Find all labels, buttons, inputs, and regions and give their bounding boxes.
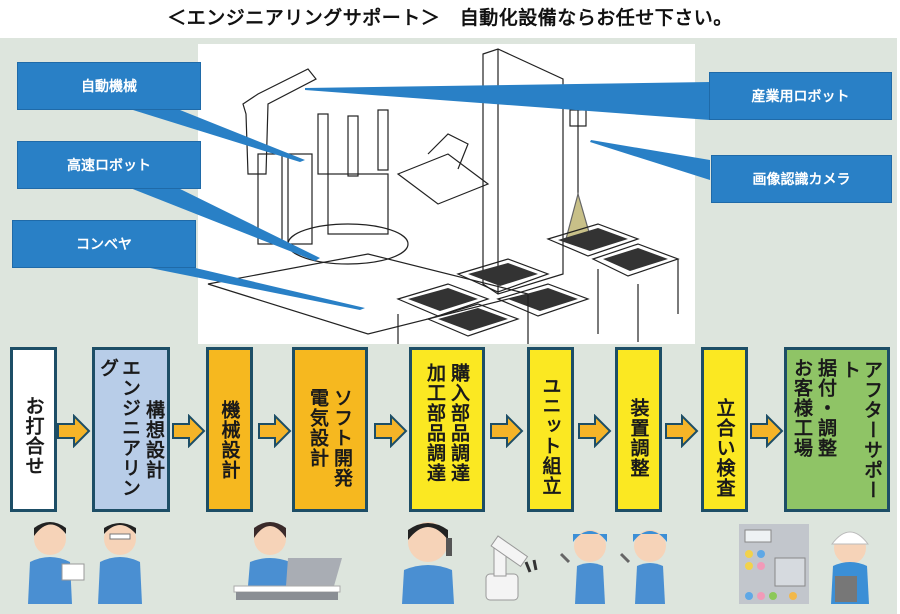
step-witness-inspection: 立合い検査 — [701, 347, 748, 512]
step-procurement: 購入部品調達 加工部品調達 — [409, 347, 485, 512]
control-panel-inspector-illustration — [739, 524, 870, 604]
phone-operator-and-robot-illustration — [402, 522, 538, 604]
step-label: お客様工場 — [791, 358, 813, 458]
step-label: ソフト開発 — [331, 388, 353, 488]
step-concept-design: 構想設計 エンジニアリング — [92, 347, 170, 512]
callout-vision-camera: 画像認識カメラ — [711, 155, 892, 203]
callout-auto-machine: 自動機械 — [17, 62, 201, 110]
arrow-right-icon — [665, 414, 699, 448]
step-label: 購入部品調達 — [448, 363, 470, 483]
step-mechanical-design: 機械設計 — [206, 347, 253, 512]
arrow-right-icon — [374, 414, 408, 448]
step-label: 立合い検査 — [713, 398, 736, 498]
engineer-at-laptop-illustration — [233, 522, 342, 600]
workers-with-wrench-illustration — [559, 530, 667, 604]
tower-shape — [482, 48, 564, 295]
arrow-right-icon — [750, 414, 784, 448]
arrow-right-icon — [57, 414, 91, 448]
automation-machine-illustration — [198, 44, 695, 344]
step-label: ユニット組立 — [539, 376, 562, 496]
step-label: 電気設計 — [307, 388, 329, 468]
robot-arm-shape — [242, 68, 317, 175]
step-equipment-adjustment: 装置調整 — [615, 347, 662, 512]
step-label: エンジニアリング — [97, 358, 141, 498]
arrow-right-icon — [258, 414, 292, 448]
callout-conveyor: コンベヤ — [12, 220, 196, 268]
step-meeting: お打合せ — [10, 347, 57, 512]
arrow-right-icon — [172, 414, 206, 448]
step-software-electrical: ソフト開発 電気設計 — [292, 347, 368, 512]
callout-industrial-robot: 産業用ロボット — [709, 72, 892, 120]
arrow-right-icon — [490, 414, 524, 448]
step-label: 機械設計 — [218, 400, 241, 480]
callout-high-speed-robot: 高速ロボット — [17, 141, 201, 189]
step-label: アフターサポート — [839, 360, 883, 500]
arrow-right-icon — [578, 414, 612, 448]
meeting-people-illustration — [28, 522, 142, 604]
step-label: 構想設計 — [143, 400, 165, 480]
machine-line-drawing — [207, 48, 680, 344]
step-label: 加工部品調達 — [424, 363, 446, 483]
step-label: 装置調整 — [627, 398, 650, 478]
page-title: ＜エンジニアリングサポート＞ 自動化設備ならお任せ下さい。 — [167, 7, 733, 29]
step-label: お打合せ — [22, 396, 45, 476]
step-after-support: アフターサポート 据付・調整 お客様工場 — [784, 347, 890, 512]
step-label: 据付・調整 — [815, 358, 837, 458]
step-unit-assembly: ユニット組立 — [527, 347, 574, 512]
